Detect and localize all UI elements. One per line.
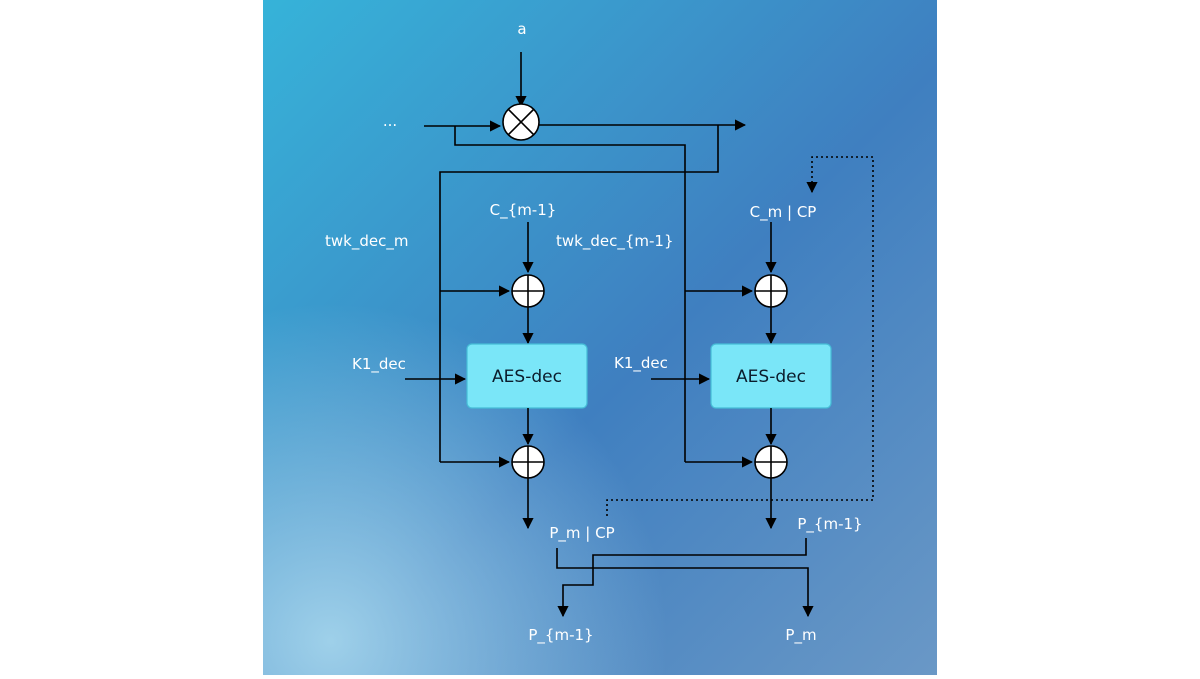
wire-to-p-m [556,548,814,618]
label-k1-dec-left: K1_dec [352,355,406,374]
aes-dec-right-label: AES-dec [736,367,806,387]
wire-cp-feedback [606,156,874,516]
wire-to-p-m1 [557,538,807,618]
label-twk-dec-m1: twk_dec_{m-1} [556,232,674,251]
label-p-m1-top: P_{m-1} [797,515,862,534]
label-c-m1: C_{m-1} [490,201,557,220]
aes-dec-left-label: AES-dec [492,367,562,387]
wire-twk-dec-m1 [454,126,686,462]
label-p-m-cp: P_m | CP [549,524,614,543]
multiply-cross-2 [507,108,535,136]
label-twk-dec-m: twk_dec_m [325,232,408,251]
label-p-m: P_m [785,626,816,645]
label-c-m-cp: C_m | CP [750,203,817,222]
wire-twk-dec-m [439,125,719,462]
label-ellipsis: ... [383,112,397,130]
background-glow [263,0,937,675]
label-a: a [517,20,526,38]
aes-dec-left-block [466,343,588,409]
label-p-m1-bottom: P_{m-1} [528,626,593,645]
label-k1-dec-right: K1_dec [614,354,668,373]
